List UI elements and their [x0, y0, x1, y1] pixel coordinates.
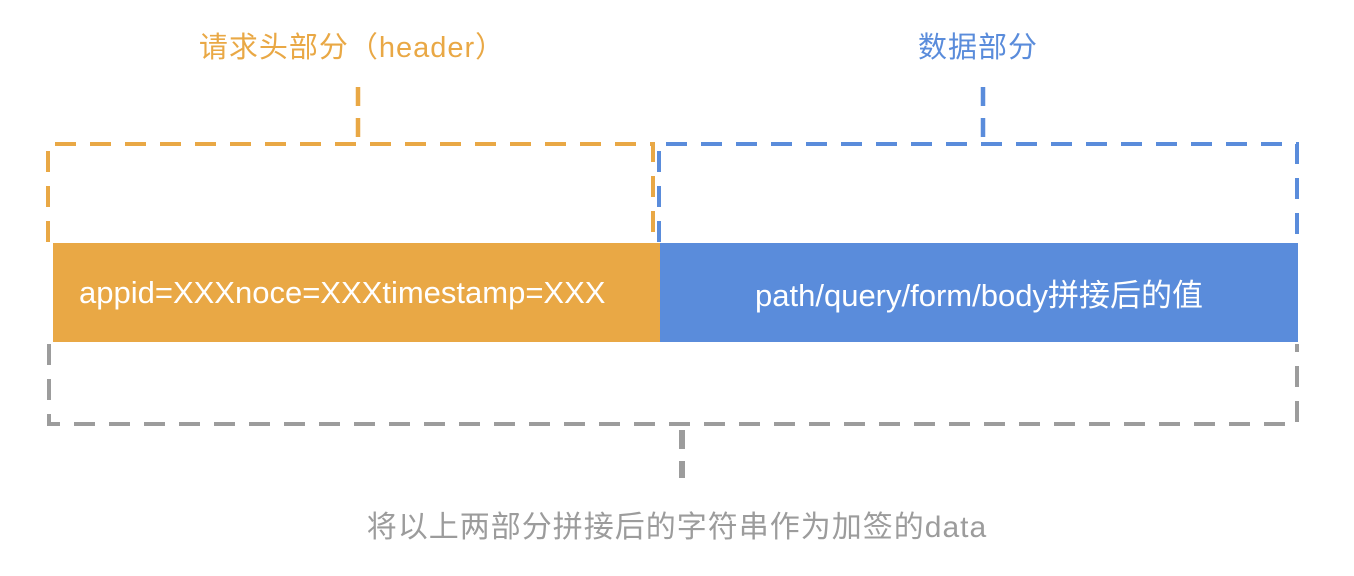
header-bar-text: appid=XXXnoce=XXXtimestamp=XXX [79, 274, 606, 310]
combined-dashed-box [47, 344, 1299, 426]
header-bar: appid=XXXnoce=XXXtimestamp=XXX [53, 243, 660, 342]
data-dashed-box [657, 142, 1299, 242]
caption-text: 将以上两部分拼接后的字符串作为加签的data [366, 511, 988, 544]
header-part-label: 请求头部分（header） [198, 32, 506, 64]
data-part-label: 数据部分 [917, 32, 1038, 64]
data-bar: path/query/form/body拼接后的值 [660, 243, 1298, 342]
data-bar-text: path/query/form/body拼接后的值 [755, 278, 1203, 313]
header-dashed-box [46, 142, 655, 242]
